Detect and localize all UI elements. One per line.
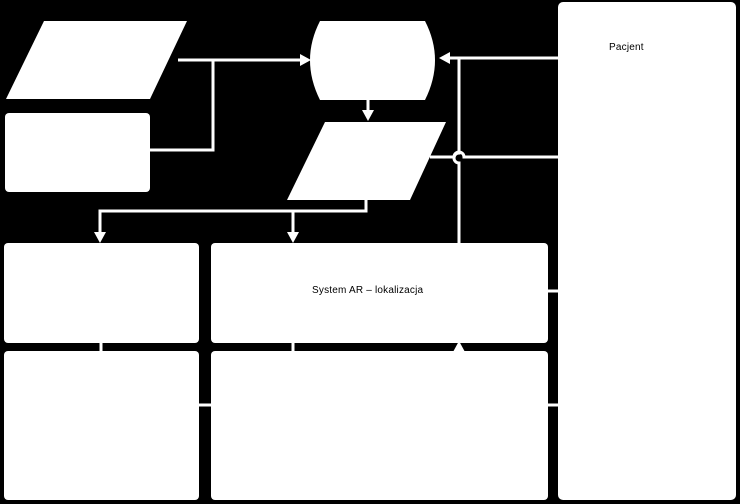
connector-patient-arrowhead (439, 52, 450, 64)
connector-patient-to-data (430, 150, 560, 159)
connector-data-branch (98, 200, 368, 232)
connector-bottom-systemar-arrowhead (453, 341, 465, 352)
patient-panel (558, 2, 736, 500)
connector-input1-arrowhead (300, 54, 311, 66)
process-terminal-box (310, 21, 435, 100)
output-data-parallelogram (287, 122, 446, 200)
left-input-box (5, 113, 150, 192)
connector-branch-mid-arrowhead (287, 232, 299, 243)
left-middle-box (4, 243, 199, 343)
input-data-parallelogram-top (6, 21, 187, 99)
connector-branch-left-arrowhead (94, 232, 106, 243)
patient-label: Pacjent (609, 42, 644, 53)
connectors (94, 52, 560, 407)
left-bottom-box (4, 351, 199, 500)
connector-leftbox-to-process (150, 60, 215, 152)
mid-bottom-box (211, 351, 548, 500)
system-ar-label: System AR – lokalizacja (312, 285, 424, 296)
connector-process-data-arrowhead (362, 110, 374, 121)
system-ar-box (211, 243, 548, 343)
